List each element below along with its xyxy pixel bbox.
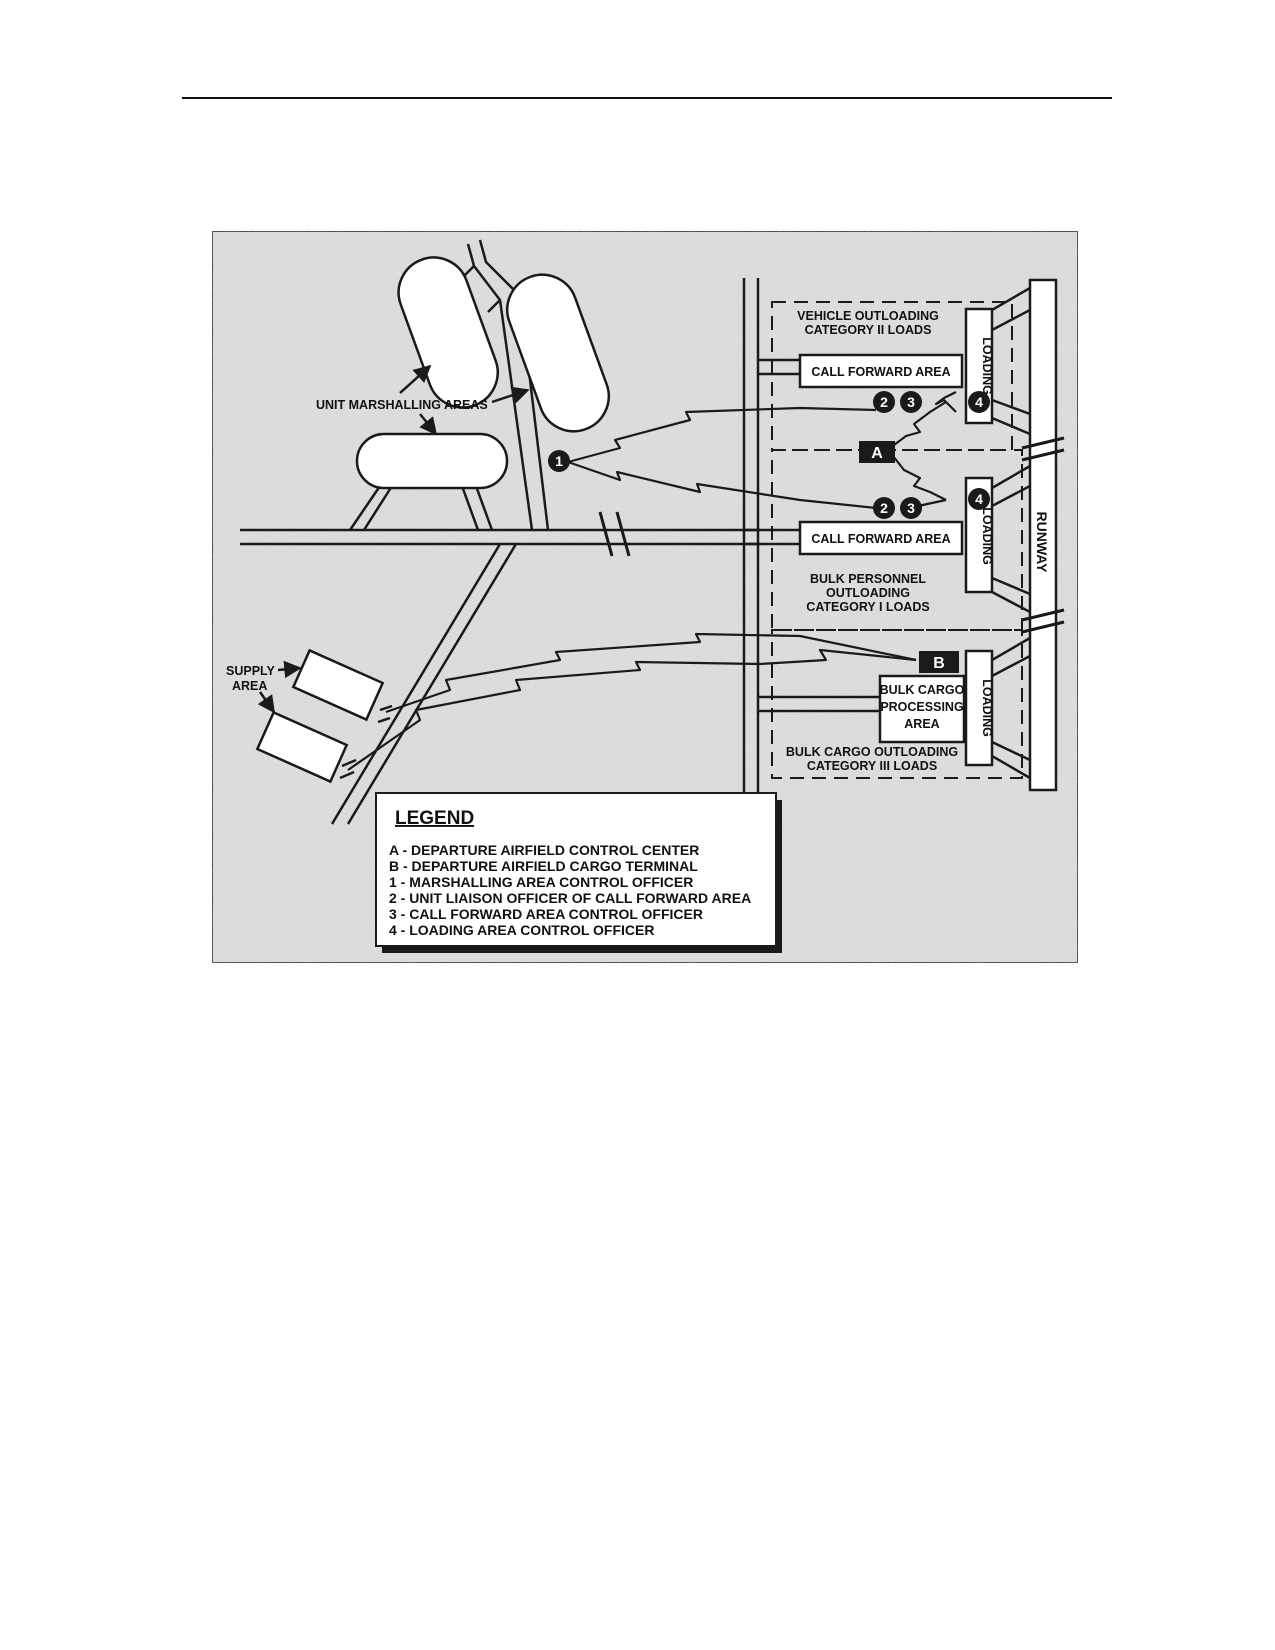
label-bulk-cargo-processing-1: BULK CARGO <box>880 683 965 697</box>
label-loading-top: LOADING <box>980 337 994 395</box>
loading-strip-bottom <box>964 649 994 767</box>
label-bulk-personnel-3: CATEGORY I LOADS <box>806 600 929 614</box>
label-loading-bottom: LOADING <box>980 679 994 737</box>
label-runway: RUNWAY <box>1034 512 1050 574</box>
label-loading-middle: LOADING <box>980 507 994 565</box>
marker-3-bottom: 3 <box>900 497 922 519</box>
svg-text:3: 3 <box>907 394 915 410</box>
marker-1: 1 <box>548 450 570 472</box>
label-supply-area-2: AREA <box>232 679 267 693</box>
legend-item: 1 - MARSHALLING AREA CONTROL OFFICER <box>389 874 693 890</box>
marker-4-bottom: 4 <box>968 488 990 510</box>
marker-b: B <box>919 651 959 673</box>
legend-title: LEGEND <box>395 808 474 829</box>
runway <box>991 278 1065 792</box>
marker-a: A <box>859 441 895 463</box>
svg-text:3: 3 <box>907 500 915 516</box>
label-arrows <box>257 364 530 714</box>
marshalling-pod-right <box>506 273 610 433</box>
label-bulk-cargo-processing-3: AREA <box>904 717 939 731</box>
marshalling-pod-left <box>397 256 499 409</box>
legend-item: A - DEPARTURE AIRFIELD CONTROL CENTER <box>389 842 699 858</box>
label-vehicle-outloading-2: CATEGORY II LOADS <box>805 323 932 337</box>
label-call-forward-bottom: CALL FORWARD AREA <box>811 532 950 546</box>
marker-3-top: 3 <box>900 391 922 413</box>
marker-4-top: 4 <box>968 391 990 413</box>
legend-item: B - DEPARTURE AIRFIELD CARGO TERMINAL <box>389 858 698 874</box>
road-network <box>240 239 880 875</box>
marker-2-top: 2 <box>873 391 895 413</box>
supply-area-boxes <box>255 648 385 784</box>
label-bulk-personnel-1: BULK PERSONNEL <box>810 572 926 586</box>
label-bulk-personnel-2: OUTLOADING <box>826 586 910 600</box>
communication-links <box>347 391 957 771</box>
label-unit-marshalling-areas: UNIT MARSHALLING AREAS <box>316 398 488 412</box>
svg-text:B: B <box>933 655 945 672</box>
label-bulk-cargo-processing-2: PROCESSING <box>880 700 963 714</box>
label-bulk-cargo-outloading-2: CATEGORY III LOADS <box>807 759 937 773</box>
marshalling-pod-bottom <box>355 432 509 490</box>
svg-text:2: 2 <box>880 500 888 516</box>
svg-text:2: 2 <box>880 394 888 410</box>
call-forward-box-top <box>798 353 964 389</box>
label-call-forward-top: CALL FORWARD AREA <box>811 365 950 379</box>
legend-item: 3 - CALL FORWARD AREA CONTROL OFFICER <box>389 906 703 922</box>
legend: LEGEND A - DEPARTURE AIRFIELD CONTROL CE… <box>375 792 782 953</box>
loading-strips <box>964 307 994 767</box>
bulk-cargo-processing-box <box>878 674 966 744</box>
svg-text:A: A <box>871 445 883 462</box>
legend-item: 2 - UNIT LIAISON OFFICER OF CALL FORWARD… <box>389 890 751 906</box>
svg-text:4: 4 <box>975 394 983 410</box>
header-rule <box>182 97 1112 99</box>
label-vehicle-outloading-1: VEHICLE OUTLOADING <box>797 309 939 323</box>
svg-text:1: 1 <box>555 453 563 469</box>
svg-text:4: 4 <box>975 491 983 507</box>
label-bulk-cargo-outloading-1: BULK CARGO OUTLOADING <box>786 745 958 759</box>
marker-2-bottom: 2 <box>873 497 895 519</box>
legend-item: 4 - LOADING AREA CONTROL OFFICER <box>389 922 654 938</box>
label-supply-area-1: SUPPLY <box>226 664 276 678</box>
call-forward-box-bottom <box>798 520 964 556</box>
